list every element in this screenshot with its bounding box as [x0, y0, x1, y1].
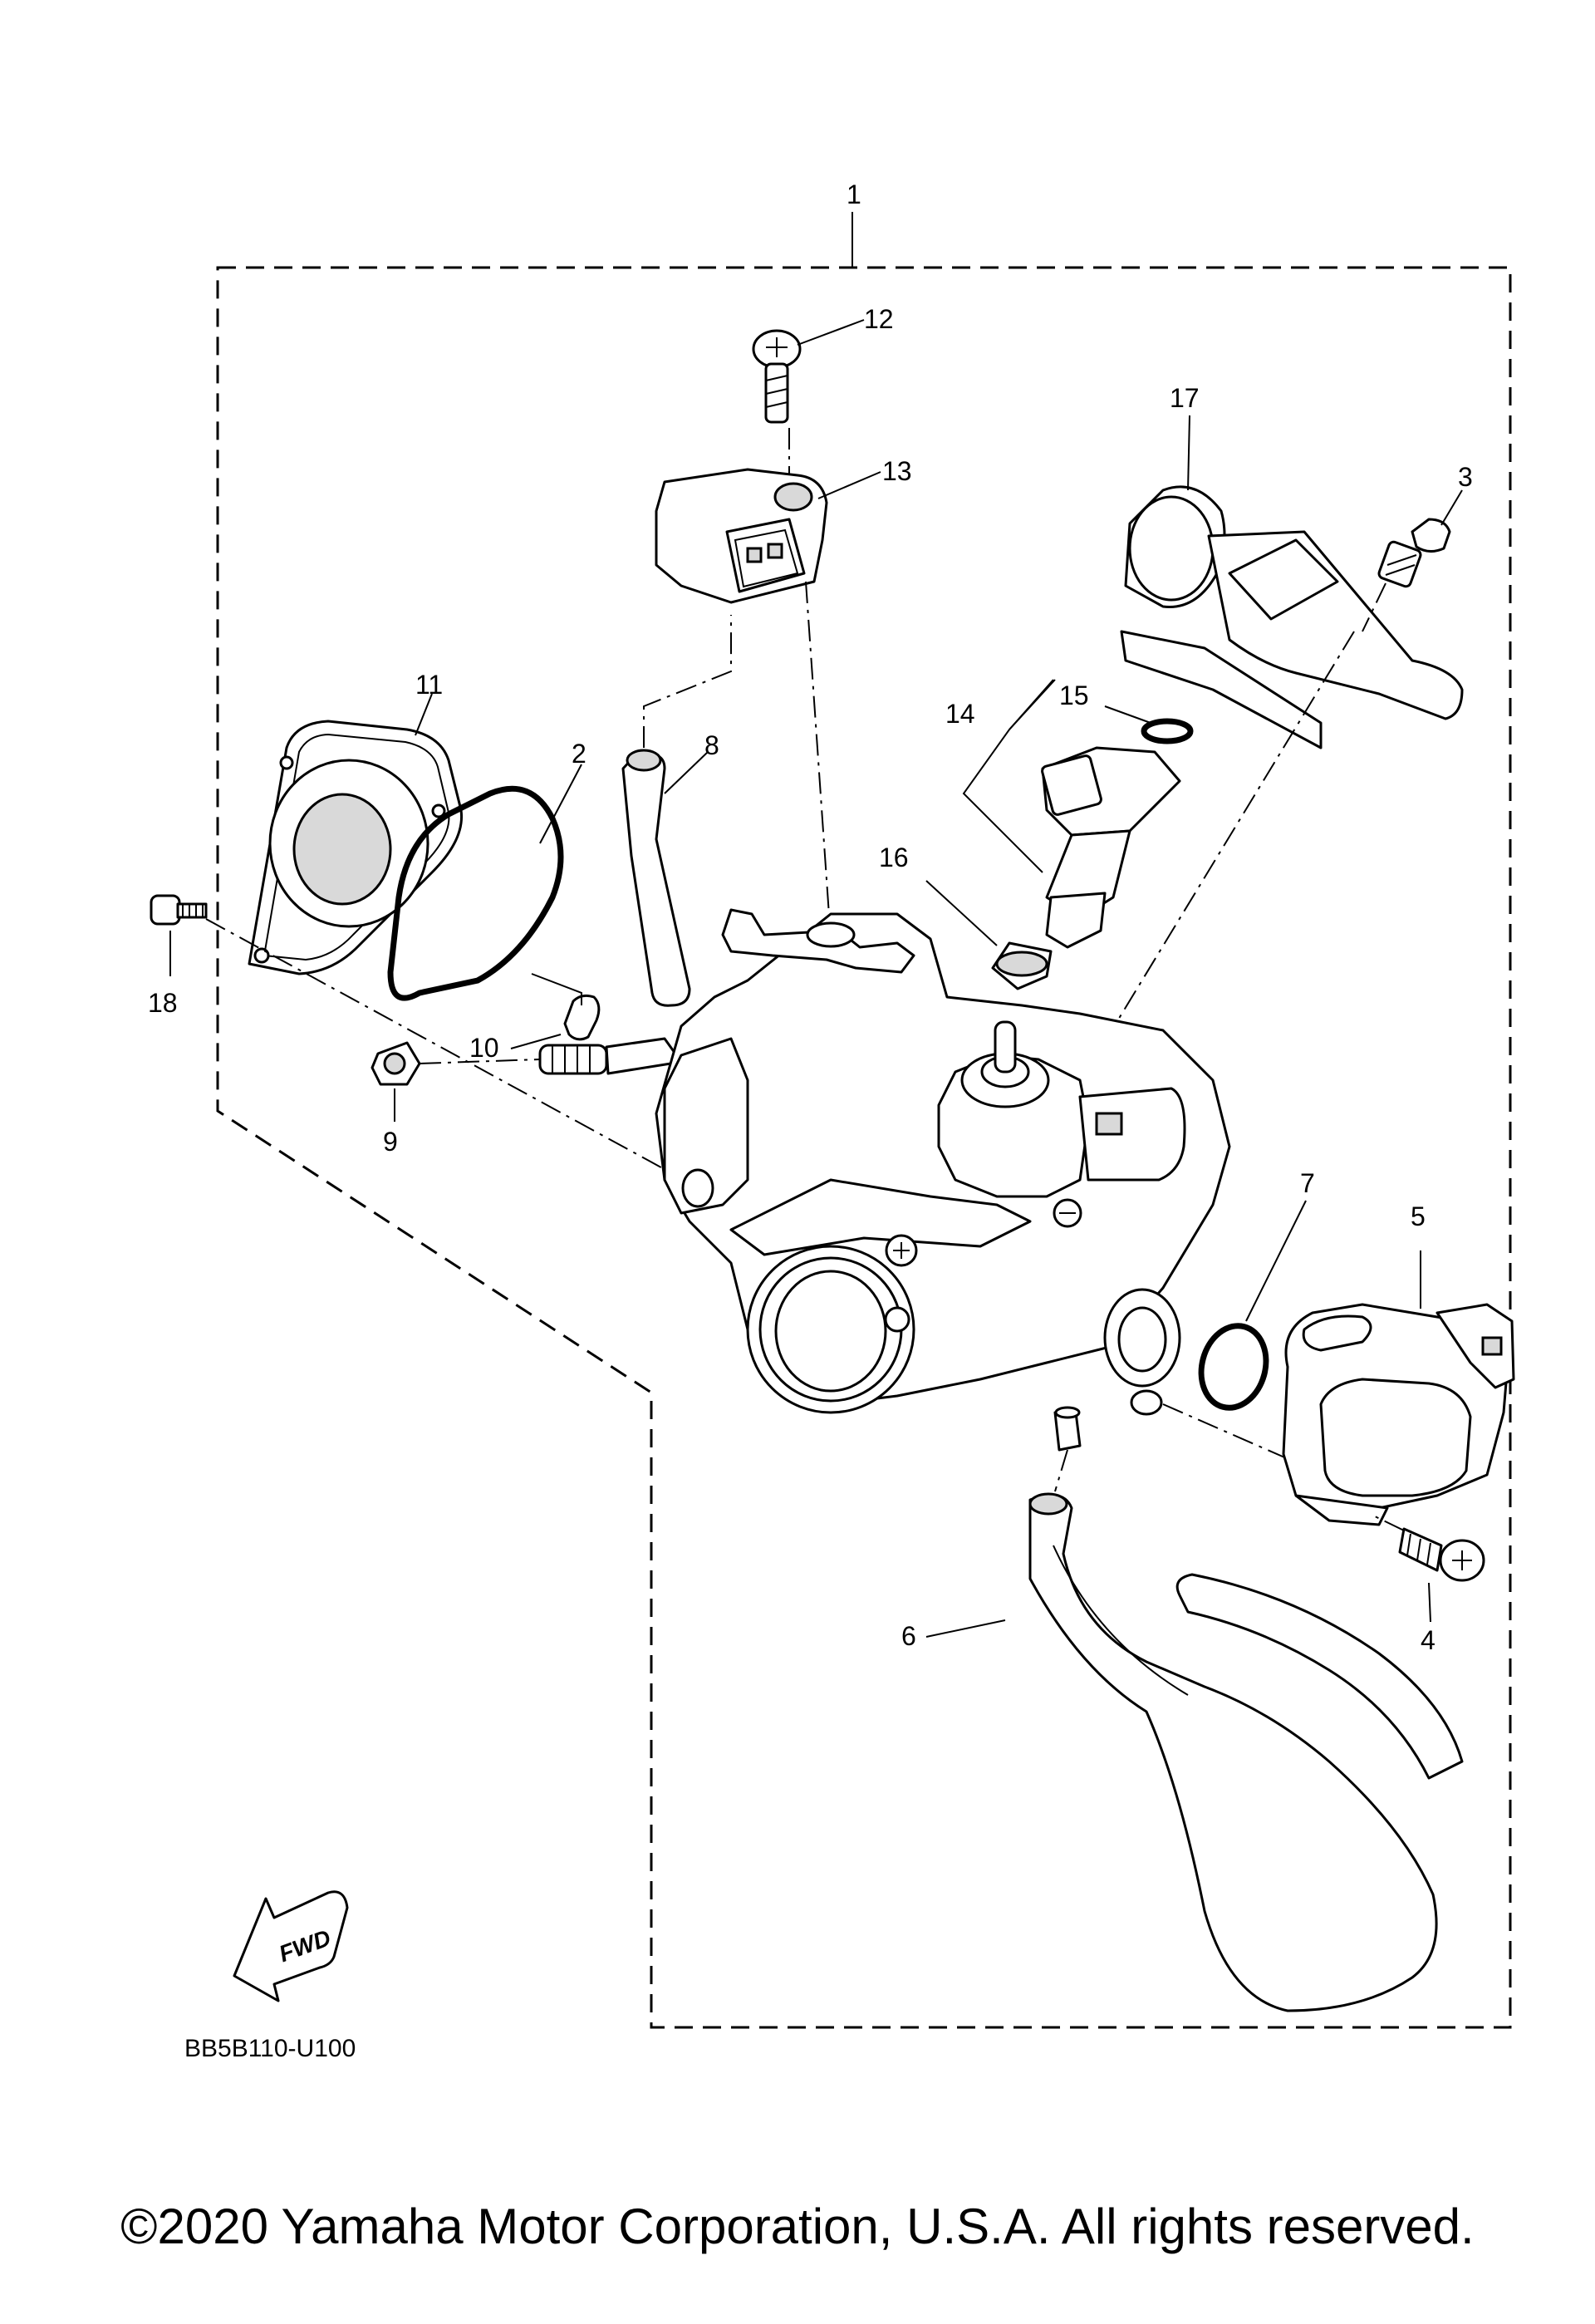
fwd-arrow-icon: FWD [233, 1890, 349, 2002]
leader-2 [539, 764, 582, 844]
bolt-18-axis [205, 918, 670, 1172]
callout-6: 6 [901, 1621, 916, 1651]
callout-2: 2 [572, 739, 586, 769]
hose-6 [925, 1492, 1464, 2012]
bolt-3-axis [1362, 582, 1386, 632]
o-ring-7 [1198, 1323, 1269, 1411]
nut-9 [371, 1041, 421, 1122]
callout-13: 13 [882, 456, 912, 486]
leader-15 [1104, 705, 1151, 724]
callout-15: 15 [1059, 680, 1089, 710]
callout-17: 17 [1170, 383, 1200, 413]
screw-4 [1398, 1527, 1485, 1623]
callout-8: 8 [704, 730, 719, 760]
throttle-position-sensor-5 [1282, 1250, 1515, 1526]
seal-16 [925, 880, 1053, 990]
callout-16: 16 [879, 843, 909, 872]
callout-10: 10 [469, 1033, 499, 1063]
fuel-pipe-17-axis [1096, 631, 1355, 1056]
hose-8-guide [643, 615, 732, 748]
callout-1: 1 [847, 179, 861, 209]
screw-12 [752, 319, 865, 424]
injector-14-bracket [962, 679, 1056, 873]
callout-9: 9 [383, 1127, 398, 1157]
callout-5: 5 [1411, 1201, 1426, 1231]
leader-7 [1245, 1200, 1307, 1322]
sensor-13-axis [805, 581, 832, 940]
assembly-boundary-frame [216, 266, 1512, 2029]
screw-4-axis [1374, 1516, 1405, 1531]
callout-11: 11 [415, 670, 443, 700]
cap-10 [510, 994, 601, 1049]
injector-14 [1009, 679, 1181, 949]
gasket-cover-11 [248, 693, 464, 975]
callout-3: 3 [1458, 462, 1473, 492]
callout-18: 18 [148, 988, 178, 1018]
nut-9-axis [419, 1059, 541, 1064]
callout-14: 14 [945, 699, 975, 729]
throttle-body [655, 908, 1231, 1452]
fuel-pipe-17 [1120, 415, 1464, 749]
o-ring-15 [1141, 718, 1194, 744]
throttle-body-axis [1162, 1403, 1297, 1463]
cap-10-bracket [531, 973, 582, 1005]
callout-4: 4 [1421, 1625, 1436, 1655]
hose-8 [621, 749, 709, 1007]
bolt-18 [150, 894, 208, 976]
callout-7: 7 [1300, 1168, 1315, 1198]
diagram-code: BB5B110-U100 [184, 2035, 356, 2062]
bolt-3 [1377, 489, 1463, 588]
callout-12: 12 [864, 304, 894, 334]
copyright-notice: ©2020 Yamaha Motor Corporation, U.S.A. A… [120, 2199, 1475, 2254]
sensor-13 [655, 468, 881, 604]
o-ring-2 [387, 785, 564, 1001]
hose-6-axis [1054, 1449, 1068, 1492]
stud-hose-fitting [538, 1037, 683, 1075]
